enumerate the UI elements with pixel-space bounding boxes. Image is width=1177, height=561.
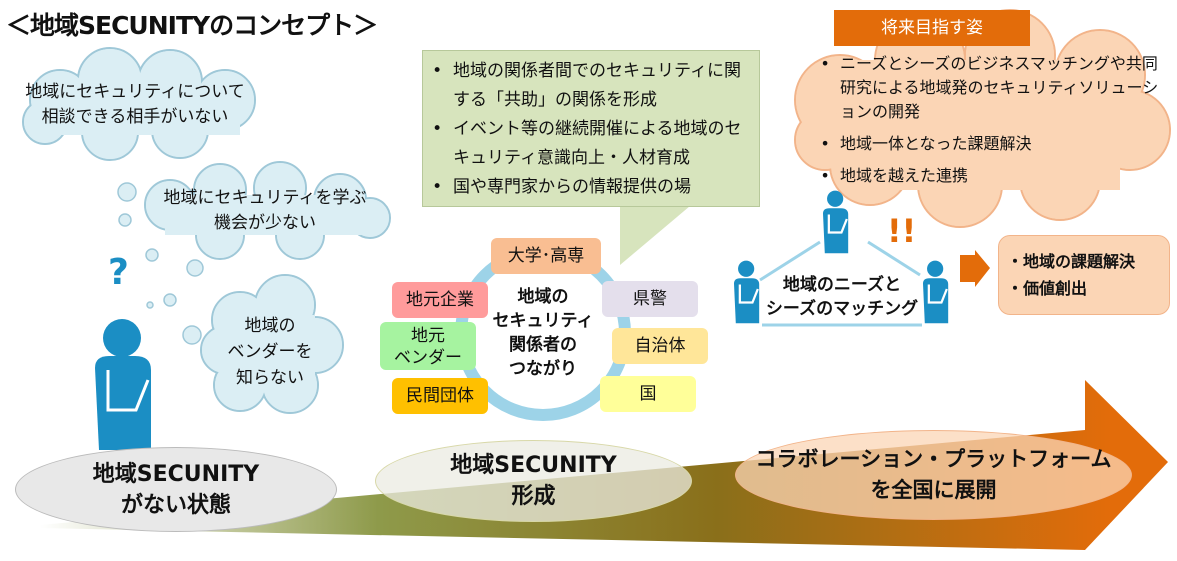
future-label: 将来目指す姿 <box>834 10 1030 46</box>
matching-lines <box>759 240 922 327</box>
thought-bubbles <box>117 182 204 345</box>
future-bullet: ニーズとシーズのビジネスマッチングや共同研究による地域発のセキュリティソリューシ… <box>840 52 1168 124</box>
stage-secunity-formed: 地域SECUNITY 形成 <box>375 440 692 522</box>
future-list: ニーズとシーズのビジネスマッチングや共同研究による地域発のセキュリティソリューシ… <box>818 52 1168 188</box>
person-icon <box>95 319 151 450</box>
question-mark-icon: ? <box>108 252 129 293</box>
callout-bullet: イベント等の継続開催による地域のセキュリティ意識向上・人材育成 <box>453 115 751 173</box>
callout-pointer <box>620 206 690 265</box>
result-box: ・地域の課題解決 ・価値創出 <box>998 235 1170 315</box>
cloud-text-few-chances: 地域にセキュリティを学ぶ 機会が少ない <box>163 188 367 233</box>
cloud-3 <box>200 274 344 414</box>
person-icon <box>734 260 760 324</box>
stage-no-secunity: 地域SECUNITY がない状態 <box>15 447 337 532</box>
exclaim-icon: !! <box>887 212 917 250</box>
matching-label: 地域のニーズと シーズのマッチング <box>765 275 919 319</box>
stage-national-platform: コラボレーション・プラットフォーム を全国に展開 <box>735 430 1132 520</box>
tag-university: 大学･高専 <box>491 238 601 274</box>
tag-national: 国 <box>600 376 696 412</box>
tag-local-gov: 自治体 <box>612 328 708 364</box>
result-item: ・地域の課題解決 <box>1007 252 1136 271</box>
center-callout: 地域の関係者間でのセキュリティに関する「共助」の関係を形成 イベント等の継続開催… <box>422 50 760 207</box>
tag-local-vendor: 地元 ベンダー <box>380 322 476 370</box>
callout-bullet: 地域の関係者間でのセキュリティに関する「共助」の関係を形成 <box>453 57 751 115</box>
result-item: ・価値創出 <box>1007 279 1088 298</box>
hub-label: 地域の セキュリティ 関係者の つながり <box>492 287 594 379</box>
person-icon <box>823 190 849 254</box>
future-cloud <box>794 9 1171 228</box>
cloud-text-vendors: 地域の ベンダーを 知らない <box>227 316 313 388</box>
cloud-1 <box>22 47 256 161</box>
result-arrow-icon <box>960 250 990 287</box>
cloud-2 <box>144 161 391 260</box>
tag-police: 県警 <box>602 281 698 317</box>
callout-bullet: 国や専門家からの情報提供の場 <box>453 173 751 202</box>
tag-local-company: 地元企業 <box>392 282 488 318</box>
person-icon <box>923 260 949 324</box>
future-bullet: 地域を越えた連携 <box>840 164 1168 188</box>
tag-private-org: 民間団体 <box>392 378 488 414</box>
future-bullet: 地域一体となった課題解決 <box>840 132 1168 156</box>
page-title: ＜地域SECUNITYのコンセプト＞ <box>6 11 378 40</box>
cloud-text-no-consult: 地域にセキュリティについて 相談できる相手がいない <box>25 82 245 127</box>
